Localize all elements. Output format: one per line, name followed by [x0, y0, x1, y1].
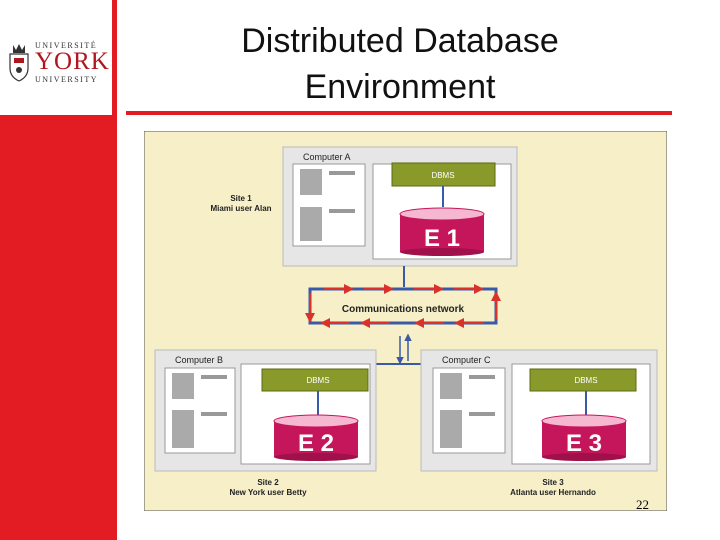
- title-line-2: Environment: [304, 68, 496, 106]
- dbms-label-a: DBMS: [431, 171, 454, 180]
- site1-user: Miami user Alan: [210, 204, 271, 213]
- page-number: 22: [636, 497, 649, 512]
- site3-user: Atlanta user Hernando: [510, 488, 596, 497]
- dbms-label-c: DBMS: [574, 376, 597, 385]
- title-line-1: Distributed Database: [241, 22, 559, 60]
- db-e2: E 2: [298, 430, 334, 457]
- shield-icon: [9, 44, 29, 82]
- computer-c-label: Computer C: [442, 355, 491, 365]
- computer-b-label: Computer B: [175, 355, 223, 365]
- db-e1: E 1: [424, 225, 460, 252]
- network-label: Communications network: [342, 304, 465, 315]
- distributed-database-diagram: Computer A DBMS E 1 Site 1 Miami user Al…: [144, 131, 667, 511]
- logo-area: UNIVERSITÉ YORK UNIVERSITY: [0, 0, 112, 115]
- site2-user: New York user Betty: [229, 488, 307, 497]
- slide-title: Distributed Database Environment: [140, 18, 660, 110]
- site2-title: Site 2: [257, 478, 279, 487]
- communications-network: Communications network: [305, 266, 501, 365]
- db-e3: E 3: [566, 430, 602, 457]
- computer-a-label: Computer A: [303, 152, 351, 162]
- computer-b: Computer B DBMS E 2: [154, 349, 377, 472]
- dbms-label-b: DBMS: [306, 376, 329, 385]
- title-underline: [126, 111, 672, 115]
- logo-top-text: UNIVERSITÉ: [35, 41, 98, 50]
- computer-a: Computer A DBMS E 1: [282, 146, 518, 267]
- site1-title: Site 1: [230, 194, 252, 203]
- logo-name: YORK: [35, 48, 110, 75]
- site3-title: Site 3: [542, 478, 564, 487]
- computer-c: Computer C DBMS E 3: [420, 349, 658, 472]
- logo-bottom-text: UNIVERSITY: [35, 75, 98, 84]
